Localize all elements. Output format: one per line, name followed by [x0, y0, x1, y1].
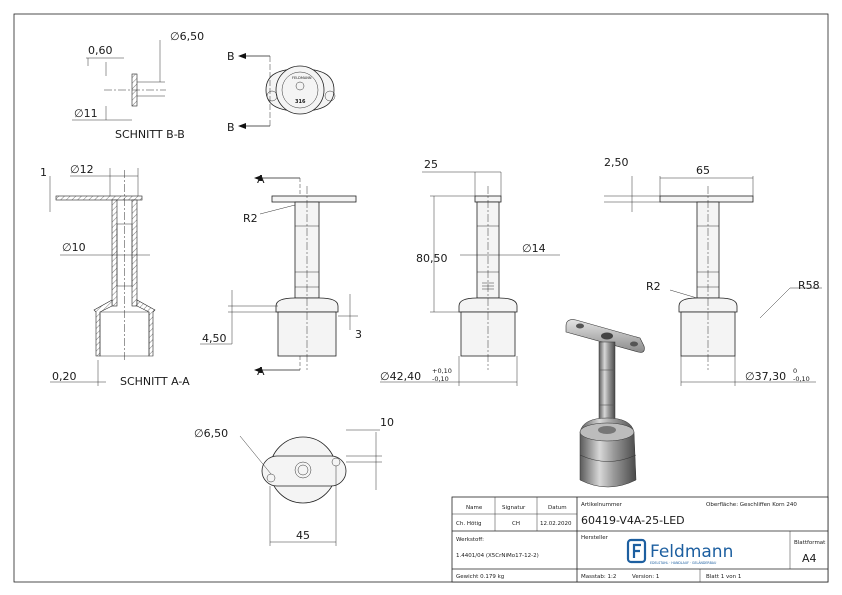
cut-b-bottom: B	[227, 121, 235, 134]
front-view	[200, 175, 358, 373]
dim-radius-right: R2	[646, 280, 661, 293]
tol-base-upper: +0,10	[432, 367, 452, 375]
tb-artikel-nr: 60419-V4A-25-LED	[581, 514, 685, 527]
sheet-border	[13, 13, 829, 583]
tol-bore-upper: 0	[793, 367, 797, 375]
section-aa-view	[49, 168, 156, 386]
dim-plate-thickness: 2,50	[604, 156, 629, 169]
tb-hersteller-label: Hersteller	[581, 535, 609, 541]
cut-a-bottom: A	[257, 365, 265, 378]
dim-hole-top: ∅6,50	[194, 427, 228, 440]
dim-collar: 4,50	[202, 332, 227, 345]
tb-werkstoff-label: Werkstoff:	[456, 537, 484, 543]
tb-row-name: Ch. Hötig	[456, 521, 482, 527]
dim-thickness: 0,60	[88, 44, 113, 57]
tb-version: Version: 1	[632, 574, 659, 580]
tb-col-signatur: Signatur	[502, 505, 526, 511]
dim-plate-length: 65	[696, 164, 710, 177]
side-view	[380, 171, 560, 386]
tb-col-datum: Datum	[548, 505, 567, 511]
plate-top-view: FELDMANN 316	[238, 53, 336, 129]
isometric-render	[565, 319, 645, 488]
tb-col-name: Name	[466, 505, 483, 511]
tb-werkstoff: 1.4401/04 (X5CrNiMo17-12-2)	[456, 553, 539, 559]
tol-bore-lower: -0,10	[793, 375, 810, 383]
tb-blattformat: A4	[802, 552, 817, 565]
dim-outer: ∅11	[74, 107, 98, 120]
svg-text:316: 316	[295, 99, 306, 105]
dim-gap: 0,20	[52, 370, 77, 383]
dim-saddle: R58	[798, 279, 820, 292]
dim-tube: ∅12	[70, 163, 94, 176]
dim-width-side: 25	[424, 158, 438, 171]
tb-row-signatur: CH	[512, 521, 520, 527]
tb-oberflaeche: Oberfläche: Geschliffen Korn 240	[706, 502, 797, 508]
bottom-top-view	[239, 429, 382, 546]
section-bb-detail	[72, 40, 166, 121]
dim-radius-front: R2	[243, 212, 258, 225]
tb-blattformat-label: Blattformat	[794, 540, 826, 546]
tb-row-datum: 12.02.2020	[540, 521, 572, 527]
cut-a-top: A	[257, 173, 265, 186]
feldmann-logo-icon	[626, 538, 647, 564]
tb-gewicht: Gewicht 0.179 kg	[456, 574, 504, 580]
tb-artikel-label: Artikelnummer	[581, 502, 623, 508]
dim-hole-bb: ∅6,50	[170, 30, 204, 43]
dim-height: 80,50	[416, 252, 448, 265]
dim-step: 3	[355, 328, 362, 341]
company-tagline: EDELSTAHL · HANDLAUF · GELÄNDERBAU	[650, 560, 717, 565]
right-view	[604, 176, 822, 386]
caption-section-aa: SCHNITT A-A	[120, 375, 190, 388]
svg-text:FELDMANN: FELDMANN	[292, 76, 312, 80]
dim-bore-aa: ∅10	[62, 241, 86, 254]
company-logo-text: Feldmann	[650, 542, 733, 562]
tb-massstab: Masstab: 1:2	[581, 574, 616, 580]
dim-spacing: 45	[296, 529, 310, 542]
caption-section-bb: SCHNITT B-B	[115, 128, 185, 141]
cut-b-top: B	[227, 50, 235, 63]
tb-blatt: Blatt 1 von 1	[706, 574, 741, 580]
dim-wall: 1	[40, 166, 47, 179]
dim-stem: ∅14	[522, 242, 546, 255]
tol-base-lower: -0,10	[432, 375, 449, 383]
dim-bore-right: ∅37,30	[745, 370, 786, 383]
dim-base: ∅42,40	[380, 370, 421, 383]
dim-offset: 10	[380, 416, 394, 429]
